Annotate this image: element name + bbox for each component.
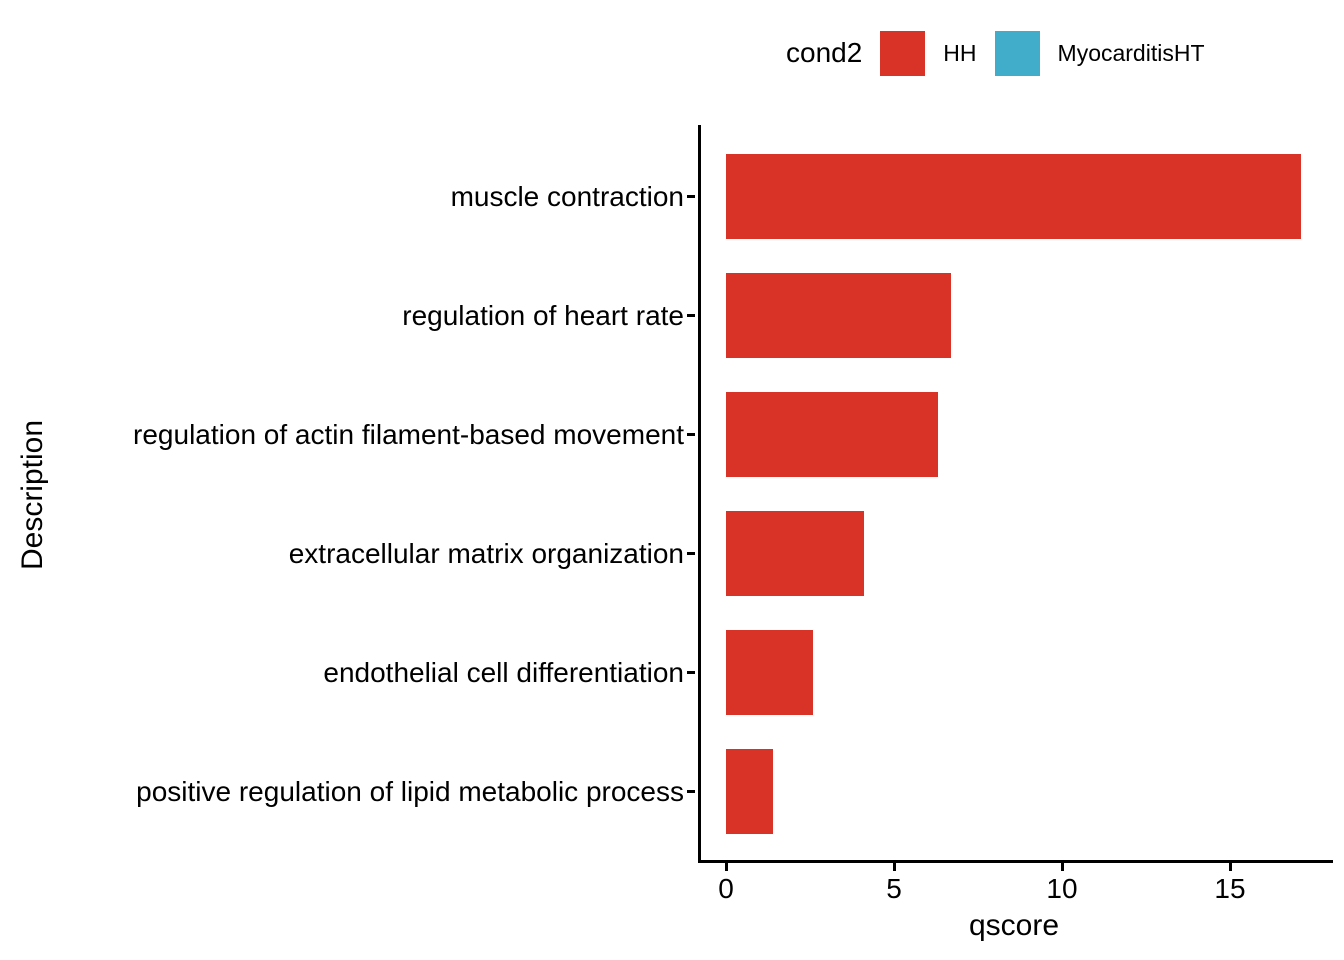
y-tick: [687, 790, 695, 793]
y-tick: [687, 433, 695, 436]
bar-regulation-of-actin-filament-based-movement: [726, 392, 938, 477]
x-tick: [1060, 863, 1064, 871]
x-tick-label: 5: [886, 873, 902, 904]
legend-label-myocarditisht: MyocarditisHT: [1057, 40, 1205, 66]
y-axis-label-extracellular-matrix-organization: extracellular matrix organization: [288, 537, 684, 569]
y-tick: [687, 552, 695, 555]
legend: cond2 HH MyocarditisHT: [786, 28, 1205, 78]
y-axis-label-muscle-contraction: muscle contraction: [450, 180, 684, 212]
y-axis-label-regulation-of-actin-filament-based-movement: regulation of actin filament-based movem…: [133, 418, 684, 450]
y-tick: [687, 314, 695, 317]
y-tick: [687, 195, 695, 198]
bar-positive-regulation-of-lipid-metabolic-process: [726, 749, 774, 834]
y-tick: [687, 671, 695, 674]
legend-label-hh: HH: [943, 40, 977, 66]
bar-endothelial-cell-differentiation: [726, 630, 814, 715]
x-tick-label: 0: [718, 873, 734, 904]
legend-swatch-hh: [880, 30, 926, 76]
x-axis-title: qscore: [968, 909, 1060, 942]
legend-title: cond2: [786, 37, 863, 68]
x-tick: [724, 863, 728, 871]
y-axis-label-regulation-of-heart-rate: regulation of heart rate: [402, 299, 684, 331]
y-axis-line: [698, 125, 701, 863]
x-axis-line: [698, 860, 1333, 863]
plot-panel: 0 5 10 15: [687, 125, 1330, 904]
y-axis-title: Description: [16, 419, 49, 571]
x-tick-label: 10: [1046, 873, 1078, 904]
legend-swatch-myocarditisht: [994, 30, 1040, 76]
bar-muscle-contraction: [726, 154, 1301, 239]
x-tick-label: 15: [1214, 873, 1246, 904]
y-axis-label-positive-regulation-of-lipid-metabolic-process: positive regulation of lipid metabolic p…: [136, 775, 684, 807]
x-tick: [892, 863, 896, 871]
bar-extracellular-matrix-organization: [726, 511, 864, 596]
y-axis-label-endothelial-cell-differentiation: endothelial cell differentiation: [323, 656, 684, 688]
x-tick: [1228, 863, 1232, 871]
bar-regulation-of-heart-rate: [726, 273, 952, 358]
